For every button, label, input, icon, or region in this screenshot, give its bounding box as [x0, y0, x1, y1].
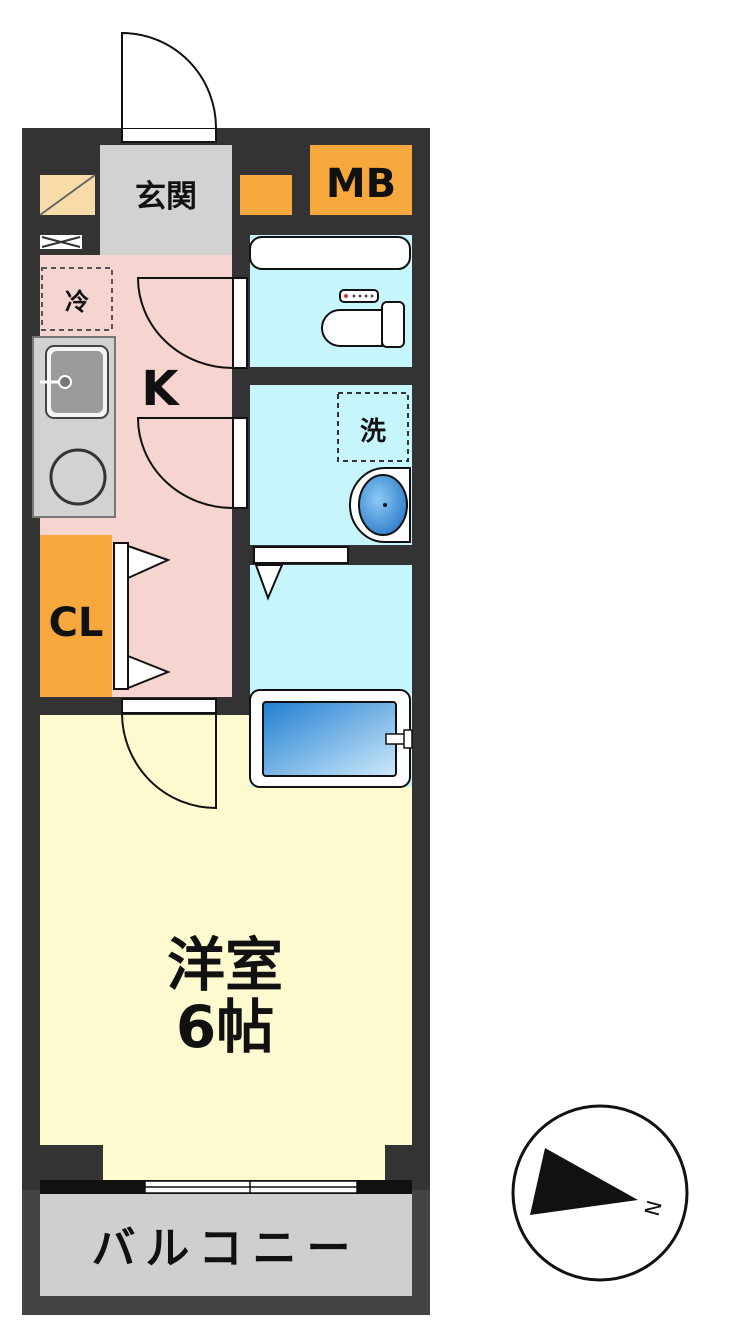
toilet-icon: [321, 289, 405, 348]
meter-mark: [40, 235, 82, 249]
shoe-storage-diagonal: [39, 174, 96, 216]
mb-label: MB: [326, 161, 396, 207]
faucet-icon: [40, 375, 72, 389]
stove-burner: [49, 448, 107, 506]
washroom-door: [136, 417, 248, 509]
compass-icon: N: [511, 1104, 689, 1282]
kitchen-counter: [32, 336, 116, 518]
western-room-door: [121, 698, 217, 810]
washer-label: 洗: [360, 417, 386, 447]
western-room-label: 洋室: [167, 931, 283, 999]
storage-block: [240, 175, 292, 215]
washer-space: [337, 392, 409, 462]
entrance-label: 玄関: [135, 179, 197, 215]
washbasin-icon: [349, 467, 411, 543]
closet: [40, 535, 112, 697]
entrance-floor: [100, 145, 232, 255]
compass-north-label: N: [640, 1198, 667, 1219]
toilet-door: [136, 277, 248, 369]
fridge-space: [41, 267, 113, 331]
closet-doors: [113, 542, 171, 690]
closet-label: CL: [49, 600, 104, 646]
bathtub-icon: [249, 689, 413, 788]
kitchen-label: K: [141, 361, 180, 417]
fridge-label: 冷: [65, 288, 89, 316]
mb-box: [310, 145, 412, 215]
balcony-label: バルコニー: [91, 1223, 360, 1274]
entrance-door: [121, 31, 217, 143]
western-room-size-label: 6帖: [176, 993, 274, 1061]
toilet-counter: [249, 236, 411, 270]
bathroom-door: [253, 546, 349, 601]
balcony-window: [40, 1180, 412, 1194]
balcony-floor: [40, 1194, 412, 1296]
western-room-floor-lower: [103, 1140, 385, 1180]
